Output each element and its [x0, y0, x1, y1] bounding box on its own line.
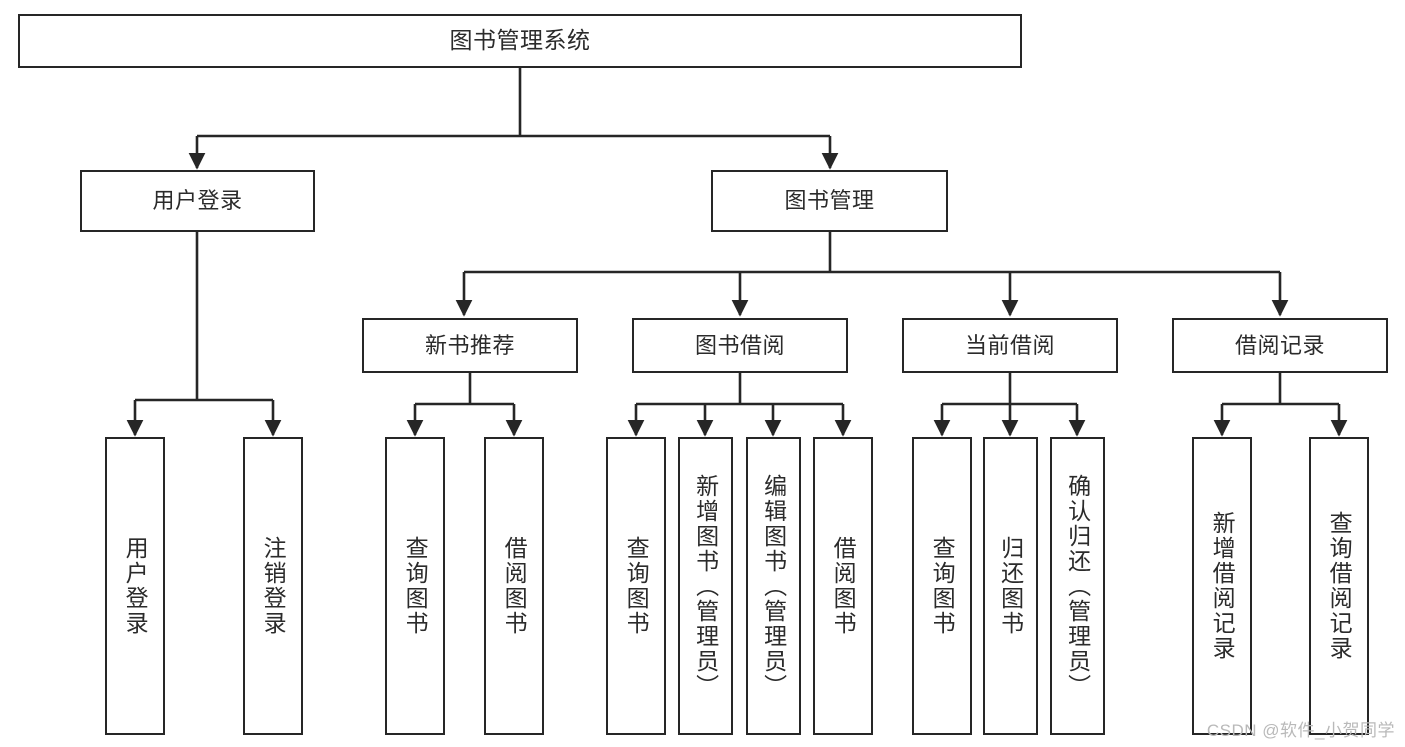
node-root[interactable]: 图书管理系统 [18, 14, 1022, 68]
node-leaf-borrow-book-2-label: 借阅图书 [830, 536, 857, 636]
node-current-borrow[interactable]: 当前借阅 [902, 318, 1118, 373]
node-borrow-record-label: 借阅记录 [1234, 332, 1325, 358]
node-leaf-edit-book[interactable]: 编辑图书（管理员） [746, 437, 801, 735]
node-user-login-label: 用户登录 [152, 188, 243, 214]
node-leaf-query-book-3[interactable]: 查询图书 [912, 437, 972, 735]
node-book-borrow-label: 图书借阅 [694, 332, 785, 358]
node-leaf-borrow-book-2[interactable]: 借阅图书 [813, 437, 873, 735]
node-leaf-query-book-3-label: 查询图书 [929, 536, 956, 636]
node-new-book-rec-label: 新书推荐 [424, 332, 515, 358]
node-leaf-query-book-1-label: 查询图书 [402, 536, 429, 636]
node-new-book-rec[interactable]: 新书推荐 [362, 318, 578, 373]
node-user-login[interactable]: 用户登录 [80, 170, 315, 232]
node-root-label: 图书管理系统 [449, 27, 591, 54]
node-leaf-return-book[interactable]: 归还图书 [983, 437, 1038, 735]
node-leaf-query-record[interactable]: 查询借阅记录 [1309, 437, 1369, 735]
node-leaf-query-book-2[interactable]: 查询图书 [606, 437, 666, 735]
node-leaf-logout-label: 注销登录 [260, 536, 287, 636]
node-leaf-add-book[interactable]: 新增图书（管理员） [678, 437, 733, 735]
node-leaf-add-record-label: 新增借阅记录 [1209, 511, 1236, 661]
node-leaf-query-book-1[interactable]: 查询图书 [385, 437, 445, 735]
node-current-borrow-label: 当前借阅 [964, 332, 1055, 358]
node-leaf-add-record[interactable]: 新增借阅记录 [1192, 437, 1252, 735]
node-book-borrow[interactable]: 图书借阅 [632, 318, 848, 373]
node-leaf-confirm-return[interactable]: 确认归还（管理员） [1050, 437, 1105, 735]
node-borrow-record[interactable]: 借阅记录 [1172, 318, 1388, 373]
watermark: CSDN @软件_小贺同学 [1206, 721, 1395, 740]
node-leaf-borrow-book-1[interactable]: 借阅图书 [484, 437, 544, 735]
node-leaf-add-book-label: 新增图书（管理员） [692, 473, 719, 699]
node-leaf-user-login-label: 用户登录 [122, 536, 149, 636]
node-leaf-logout[interactable]: 注销登录 [243, 437, 303, 735]
node-leaf-query-book-2-label: 查询图书 [623, 536, 650, 636]
node-leaf-query-record-label: 查询借阅记录 [1326, 511, 1353, 661]
node-leaf-edit-book-label: 编辑图书（管理员） [760, 473, 787, 699]
node-leaf-return-book-label: 归还图书 [997, 536, 1024, 636]
node-book-manage[interactable]: 图书管理 [711, 170, 948, 232]
node-leaf-user-login[interactable]: 用户登录 [105, 437, 165, 735]
node-book-manage-label: 图书管理 [784, 188, 875, 214]
node-leaf-borrow-book-1-label: 借阅图书 [501, 536, 528, 636]
node-leaf-confirm-return-label: 确认归还（管理员） [1064, 473, 1091, 699]
